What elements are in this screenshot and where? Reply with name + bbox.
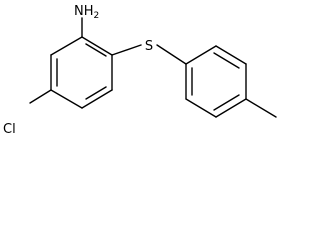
chlorine-bond xyxy=(29,89,52,104)
bond xyxy=(50,89,83,109)
bond xyxy=(81,89,113,109)
amine-text: NH xyxy=(74,4,94,19)
double-bond-inner xyxy=(85,43,107,57)
bond xyxy=(215,45,247,65)
sulfur-bond-right xyxy=(156,44,187,65)
amine-label: NH2 xyxy=(74,4,99,21)
molecule-structure: NH2 S Cl xyxy=(3,4,277,136)
bond xyxy=(185,98,217,118)
left-benzene-ring xyxy=(50,36,113,109)
sulfur-label: S xyxy=(145,39,153,54)
bond xyxy=(215,98,247,118)
double-bond-inner xyxy=(85,86,107,100)
double-bond-inner xyxy=(213,94,240,111)
amine-subscript: 2 xyxy=(94,11,100,21)
bond xyxy=(81,36,113,56)
double-bond-inner xyxy=(213,52,240,69)
right-benzene-ring xyxy=(185,45,247,118)
sulfur-bond-left xyxy=(111,44,142,56)
bond xyxy=(50,36,83,56)
methyl-bond xyxy=(245,98,277,118)
bond xyxy=(185,45,217,65)
chlorine-label: Cl xyxy=(3,122,16,136)
